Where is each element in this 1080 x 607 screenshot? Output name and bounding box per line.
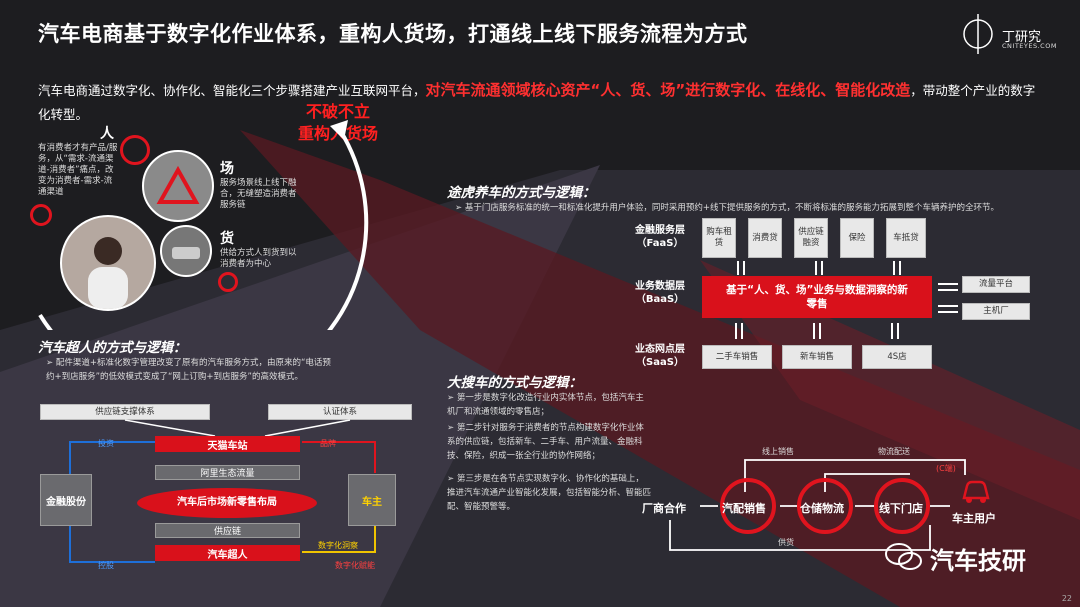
red-ring xyxy=(30,204,52,226)
chaoren-connectors xyxy=(69,419,376,563)
supply-chain-box: 供应链支撑体系 xyxy=(40,404,210,420)
huo-label: 货 xyxy=(220,231,234,247)
saas-item: 新车销售 xyxy=(782,345,852,369)
baas-right-item: 主机厂 xyxy=(962,303,1030,320)
saas-item: 4S店 xyxy=(862,345,932,369)
logistics-label: 物流配送 xyxy=(878,447,910,456)
tuhu-title: 途虎养车的方式与逻辑： xyxy=(447,185,596,201)
faas-label: 金融服务层（FaaS） xyxy=(635,225,685,249)
holding-tag: 控股 xyxy=(98,561,114,570)
consumer-photo xyxy=(60,215,156,311)
red-ring xyxy=(120,135,150,165)
intro-text-1: 汽车电商通过数字化、协作化、智能化三个步骤搭建产业互联网平台， xyxy=(38,83,426,98)
person-icon xyxy=(88,237,128,309)
dasouche-title: 大搜车的方式与逻辑： xyxy=(447,375,582,391)
scene-photo xyxy=(142,150,214,222)
baas-label: 业务数据层（BaaS） xyxy=(635,281,685,305)
logo-subtitle: CNITEYES.COM xyxy=(1002,42,1057,50)
supply-chain-bar: 供应链 xyxy=(155,523,300,538)
intro-highlight: 对汽车流通领域核心资产“人、货、场”进行数字化、在线化、智能化改造 xyxy=(425,81,911,99)
page-number: 22 xyxy=(1061,594,1072,603)
digital-insight-tag: 数字化洞察 xyxy=(318,541,358,550)
flow-node: 线下门店 xyxy=(879,502,923,515)
car-owner-icon xyxy=(962,480,990,503)
goods-photo xyxy=(160,225,212,277)
finance-box: 金融股份 xyxy=(40,474,92,526)
new-retail-ellipse: 汽车后市场新零售布局 xyxy=(137,488,317,518)
online-sales-label: 线上销售 xyxy=(762,447,794,456)
flow-node: 厂商合作 xyxy=(642,502,686,515)
baas-right-item: 流量平台 xyxy=(962,276,1030,293)
chaoren-bullet: ➢ 配件渠道+标准化数字管理改变了原有的汽车服务方式，由原来的“电话预约+到店服… xyxy=(46,358,331,382)
flow-node: 仓储物流 xyxy=(800,502,844,515)
saas-label: 业态网点层（SaaS） xyxy=(635,344,685,368)
baas-center-box: 基于“人、货、场”业务与数据洞察的新零售 xyxy=(702,276,932,318)
digital-empower-tag: 数字化赋能 xyxy=(335,561,375,570)
tuhu-bullet: ➢ 基于门店服务标准的统一和标准化提升用户体验，同时采用预约+线下提供服务的方式… xyxy=(455,203,999,213)
warning-triangle-icon xyxy=(156,165,200,204)
slogan: 不破不立 重构人货场 xyxy=(283,101,393,145)
faas-item: 车抵贷 xyxy=(886,218,926,258)
chaoren-box: 汽车超人 xyxy=(155,545,300,561)
chaoren-title: 汽车超人的方式与逻辑： xyxy=(38,340,187,356)
watermark-text: 汽车技研 xyxy=(930,547,1026,575)
dasouche-bullet-3: ➢ 第三步是在各节点实现数字化、协作化的基础上，推进汽车流通产业智能化发展，包括… xyxy=(447,474,652,512)
baas-side-arrows xyxy=(938,283,958,313)
saas-item: 二手车销售 xyxy=(702,345,772,369)
slogan-line-1: 不破不立 xyxy=(305,102,370,121)
car-icon xyxy=(172,247,200,259)
dasouche-bullet-2: ➢ 第二步针对服务于消费者的节点构建数字化作业体系的供应链，包括新车、二手车、用… xyxy=(447,423,644,461)
huo-description: 供给方式人到货到以消费者为中心 xyxy=(220,248,297,269)
invest-tag: 投资 xyxy=(98,439,114,448)
page-title: 汽车电商基于数字化作业体系，重构人货场，打通线上线下服务流程为方式 xyxy=(38,22,748,46)
brand-logo: 丁研究 CNITEYES.COM xyxy=(956,10,1066,58)
logo-name: 丁研究 xyxy=(1002,30,1042,45)
arrows-faas-baas xyxy=(737,261,901,275)
chang-label: 场 xyxy=(220,161,234,177)
logo-mark-icon xyxy=(963,14,993,54)
arrows-baas-saas xyxy=(735,323,899,339)
intro-paragraph: 汽车电商通过数字化、协作化、智能化三个步骤搭建产业互联网平台，对汽车流通领域核心… xyxy=(38,78,1043,127)
wechat-icon xyxy=(885,543,922,570)
dasouche-flow-lines xyxy=(669,459,966,551)
faas-item: 消费贷 xyxy=(748,218,782,258)
big-arc-arrow xyxy=(38,120,369,330)
ali-traffic: 阿里生态流量 xyxy=(155,465,300,480)
certification-box: 认证体系 xyxy=(268,404,412,420)
chang-description: 服务场景线上线下融合，无缝塑造消费者服务链 xyxy=(220,178,297,210)
dasouche-bullet-1: ➢ 第一步是数字化改造行业内实体节点，包括汽车主机厂和流通领域的零售店； xyxy=(447,393,644,417)
c-end-label: (C端) xyxy=(936,464,956,473)
faas-item: 供应链融资 xyxy=(794,218,828,258)
flow-node: 汽配销售 xyxy=(722,502,766,515)
intro-text-2: ，带动整个产业的数字化转型。 xyxy=(38,83,1036,122)
supply-label: 供货 xyxy=(778,538,794,547)
faas-item: 购车租赁 xyxy=(702,218,736,258)
owner-box: 车主 xyxy=(348,474,396,526)
red-ring xyxy=(218,272,238,292)
faas-item: 保险 xyxy=(840,218,874,258)
flow-node: 车主用户 xyxy=(952,512,996,525)
brand-tag: 品牌 xyxy=(320,439,336,448)
ren-label: 人 xyxy=(100,126,114,142)
ren-description: 有消费者才有产品/服务，从“需求-流通渠道-消费者”痛点，改变为消费者-需求-流… xyxy=(38,143,118,197)
tmall-station: 天猫车站 xyxy=(155,436,300,452)
